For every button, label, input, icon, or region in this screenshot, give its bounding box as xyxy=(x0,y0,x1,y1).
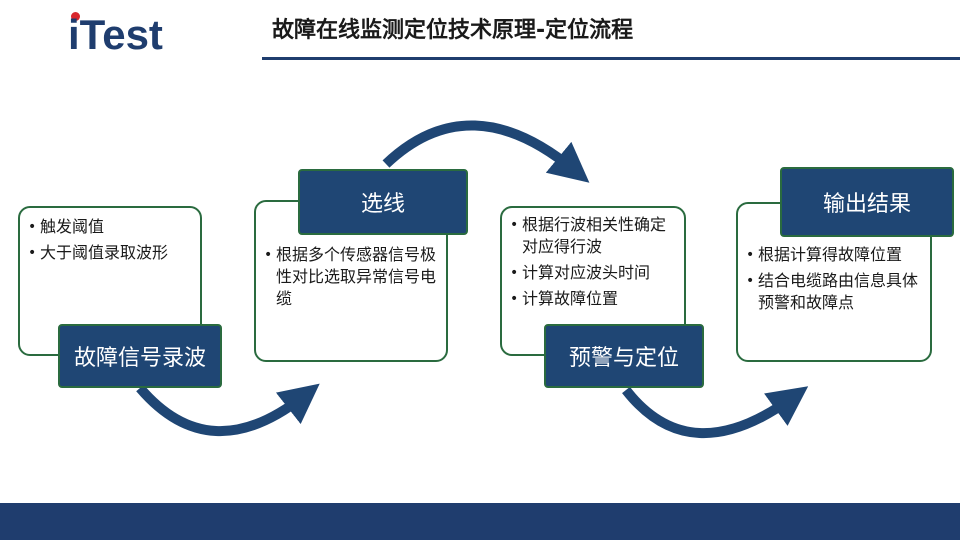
step3-bullet-3: 计算故障位置 xyxy=(510,288,680,310)
step3-label: 预警与定位 xyxy=(544,324,704,388)
step1-label: 故障信号录波 xyxy=(58,324,222,388)
step2-label: 选线 xyxy=(298,169,468,235)
step3-bullet-2: 计算对应波头时间 xyxy=(510,262,680,284)
step1-bullet-2: 大于阈值录取波形 xyxy=(28,242,194,264)
step1-bullet-1: 触发阈值 xyxy=(28,216,194,238)
step2-bullet-1: 根据多个传感器信号极性对比选取异常信号电缆 xyxy=(264,244,436,310)
step4-label: 输出结果 xyxy=(780,167,954,237)
logo: iTest xyxy=(68,11,163,58)
step3-bullet-1: 根据行波相关性确定对应得行波 xyxy=(510,214,680,258)
arrow-step2-to-step3 xyxy=(382,120,590,183)
arrow-step1-to-step2 xyxy=(136,383,320,437)
step4-bullet-2: 结合电缆路由信息具体预警和故障点 xyxy=(746,270,920,314)
page-title: 故障在线监测定位技术原理-定位流程 xyxy=(272,18,634,43)
step4-bullet-1: 根据计算得故障位置 xyxy=(746,244,920,266)
footer-bar xyxy=(0,503,960,540)
title-underline xyxy=(262,57,960,60)
arrow-step3-to-step4 xyxy=(622,386,809,439)
logo-dot xyxy=(71,12,80,21)
